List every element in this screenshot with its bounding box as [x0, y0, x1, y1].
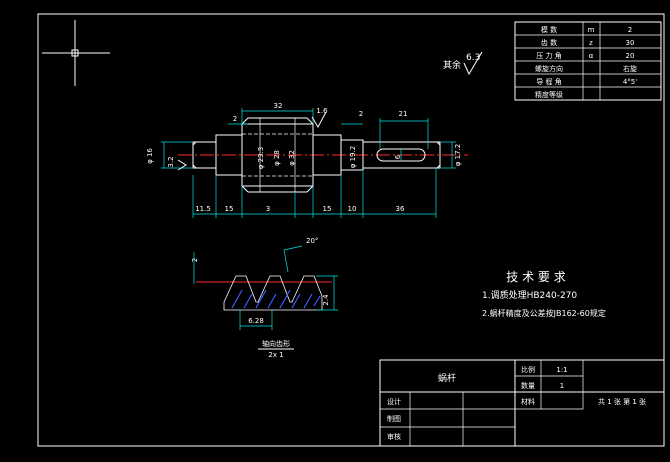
dim-36: 36 [396, 205, 405, 213]
sheet-info: 共 1 张 第 1 张 [598, 397, 646, 406]
tooth-outline [223, 275, 323, 311]
qty-value: 1 [560, 382, 564, 390]
crosshair-cursor-icon [42, 20, 110, 86]
dim-11-5: 11.5 [195, 205, 211, 213]
tooth-profile-detail: 20° 2 6.28 2.4 轴向齿形 2x 1 [191, 237, 338, 359]
param-symbol-0: m [588, 26, 595, 34]
dim-dia-16: φ 16 [146, 148, 154, 164]
roughness-value: 6.3 [466, 53, 480, 63]
tech-req-title: 技 术 要 求 [506, 270, 565, 284]
dim-dia-32: φ 32 [288, 150, 296, 166]
param-label-2: 压 力 角 [536, 51, 561, 60]
scale-label: 比例 [521, 365, 535, 374]
param-value-3: 右旋 [623, 64, 637, 73]
dim-15-left: 15 [225, 205, 234, 213]
tooth-scale: 2x 1 [268, 351, 283, 359]
scale-value: 1:1 [556, 366, 567, 374]
param-label-0: 模 数 [541, 25, 557, 34]
roughness-symbol-icon [463, 51, 483, 76]
designer-label: 设计 [387, 397, 401, 406]
tooth-dim-2-4: 2.4 [322, 294, 330, 306]
param-value-0: 2 [628, 26, 632, 34]
param-label-4: 导 程 角 [536, 77, 561, 86]
param-label-1: 齿 数 [541, 38, 557, 47]
param-label-5: 精度等级 [535, 90, 563, 99]
param-symbol-2: α [589, 52, 594, 60]
worm-shaft-view: 32 2 2 21 1.6 φ 16 3.2 φ 23.3 φ 28 φ 32 … [146, 102, 468, 218]
dimension-lines [161, 108, 456, 218]
param-value-2: 20 [626, 52, 635, 60]
param-value-4: 4°5' [623, 78, 637, 86]
tooth-angle: 20° [306, 237, 318, 245]
param-value-1: 30 [626, 39, 635, 47]
material-label: 材料 [521, 397, 535, 406]
roughness-1-6: 1.6 [316, 107, 328, 115]
tooth-hatch [231, 289, 321, 309]
roughness-symbol-icon [177, 159, 187, 171]
tooth-caption: 轴向齿形 [262, 339, 290, 348]
dim-3: 3 [266, 205, 270, 213]
tooth-dim-2: 2 [191, 258, 199, 262]
roughness-symbol-icon [311, 111, 327, 129]
dim-32: 32 [274, 102, 283, 110]
tech-requirements: 技 术 要 求 1.调质处理HB240-270 2.蜗杆精度及公差按JB162-… [482, 270, 606, 318]
dim-dia-28: φ 28 [273, 150, 281, 166]
tech-req-item-1: 1.调质处理HB240-270 [482, 289, 577, 301]
gear-param-table: 模 数 m 2 齿 数 z 30 压 力 角 α 20 螺旋方向 右旋 导 程 … [514, 21, 662, 101]
dim-15-right: 15 [323, 205, 332, 213]
tooth-dim-6-28: 6.28 [248, 317, 264, 325]
dim-2-right: 2 [359, 110, 363, 118]
param-label-3: 螺旋方向 [535, 64, 563, 73]
roughness-prefix: 其余 [443, 59, 461, 71]
dim-keyway-6: 6 [394, 154, 402, 159]
right-shaft [362, 141, 441, 169]
drawing-border [37, 13, 665, 447]
qty-label: 数量 [521, 381, 535, 390]
drafter-label: 制图 [387, 414, 401, 423]
dim-dia-17-2: φ 17.2 [454, 144, 462, 166]
part-name: 蜗杆 [438, 372, 456, 384]
param-symbol-1: z [589, 39, 593, 47]
dim-dia-19-2: φ 19.2 [349, 146, 357, 168]
tech-req-item-2: 2.蜗杆精度及公差按JB162-60规定 [482, 308, 606, 318]
dim-21: 21 [399, 110, 408, 118]
roughness-3-2: 3.2 [167, 156, 175, 167]
dim-10: 10 [348, 205, 357, 213]
dim-dia-23-3: φ 23.3 [257, 147, 265, 169]
reviewer-label: 审核 [387, 432, 401, 441]
dim-2-left: 2 [233, 115, 237, 123]
title-block: 蜗杆 比例 1:1 数量 1 材料 共 1 张 第 1 张 设计 制图 审核 [379, 359, 665, 447]
roughness-note: 其余 6.3 [443, 51, 483, 76]
